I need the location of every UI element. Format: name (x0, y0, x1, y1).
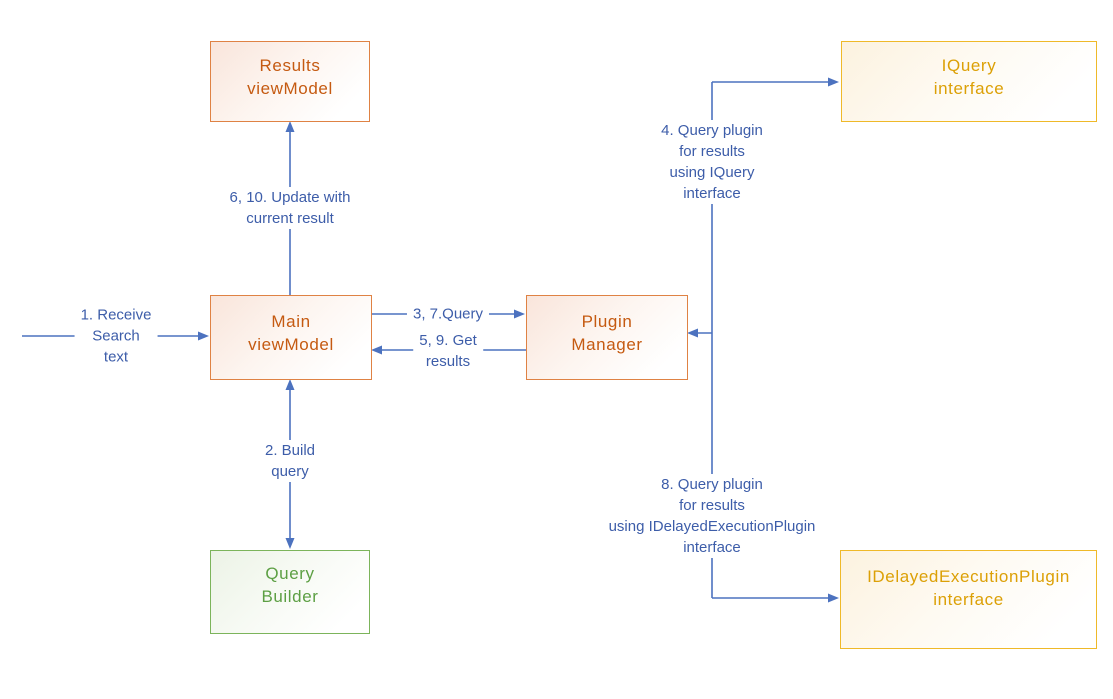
arrowhead-into-querybuilder (285, 538, 295, 549)
node-iquery-interface: IQuery interface (841, 41, 1097, 122)
label-get-results: 5, 9. Get results (413, 330, 483, 372)
node-query-builder: Query Builder (210, 550, 370, 634)
node-main-viewmodel: Main viewModel (210, 295, 372, 380)
connector-plugin-interfaces (698, 81, 828, 599)
label-query: 3, 7.Query (406, 303, 490, 325)
arrowhead-into-main-left (198, 331, 209, 341)
label-update-with-current-result: 6, 10. Update with current result (223, 187, 357, 229)
arrowhead-into-main-bottom (285, 379, 295, 390)
node-plugin-manager: Plugin Manager (526, 295, 688, 380)
node-results-viewmodel: Results viewModel (210, 41, 370, 122)
arrowhead-into-results (285, 121, 295, 132)
label-build-query: 2. Build query (258, 440, 322, 482)
arrowhead-into-iquery (828, 77, 839, 87)
label-query-plugin-idelayed: 8. Query plugin for results using IDelay… (602, 474, 822, 558)
label-query-plugin-iquery: 4. Query plugin for results using IQuery… (655, 120, 769, 204)
node-idelayedexecutionplugin-interface: IDelayedExecutionPlugin interface (840, 550, 1097, 649)
arrowhead-into-idelayed (828, 593, 839, 603)
arrowhead-into-plugin-left (514, 309, 525, 319)
label-receive-search-text: 1. Receive Search text (74, 304, 158, 368)
arrowhead-into-plugin-right (687, 328, 698, 338)
arrowhead-into-main-right (371, 345, 382, 355)
